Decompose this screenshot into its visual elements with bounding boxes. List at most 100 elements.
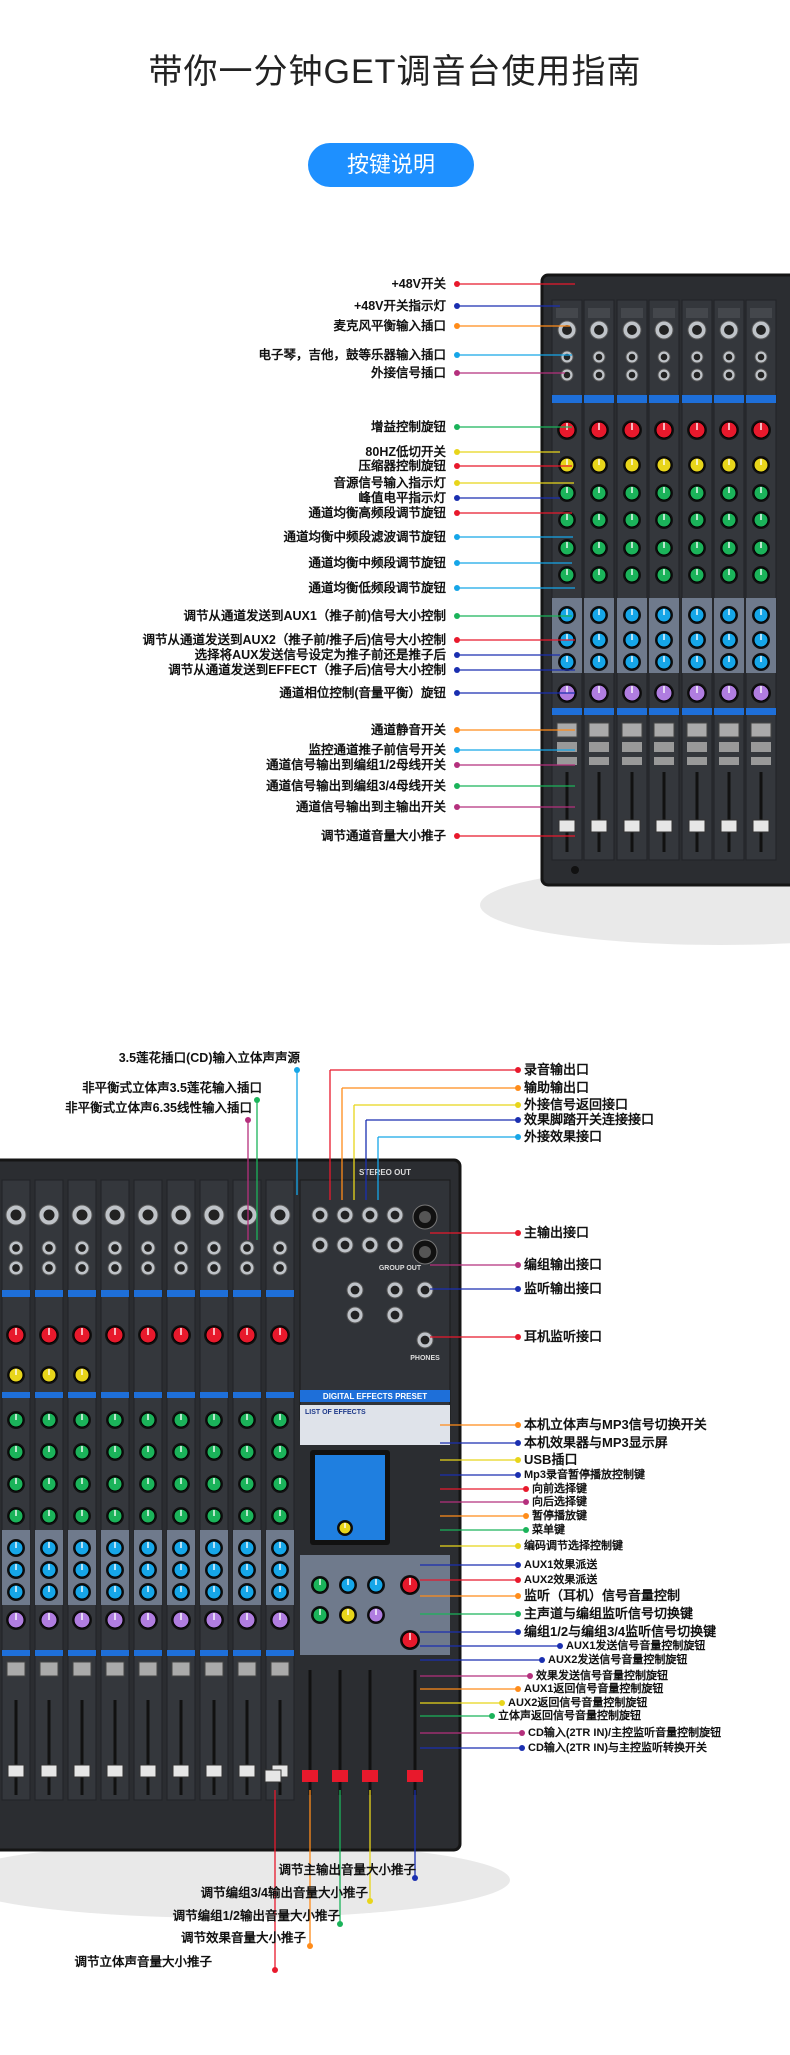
bottom-left-callout-label: 非平衡式立体声3.5莲花输入插口 (82, 1081, 262, 1095)
fader-track (695, 772, 699, 852)
bottom-left-callout-label: 3.5莲花插口(CD)输入立体声声源 (118, 1051, 300, 1065)
channel-number-bar (266, 1290, 294, 1297)
top-callout-label: 通道均衡中频段调节旋钮 (308, 556, 446, 570)
fader-track (597, 772, 601, 852)
fader-track (630, 772, 634, 852)
top-callout-label: 压缩器控制旋钮 (358, 459, 446, 473)
channel-number-bar (233, 1650, 261, 1656)
top-callout-label: 调节从通道发送到EFFECT（推子后)信号大小控制 (168, 663, 446, 677)
fader-cap (172, 1764, 190, 1778)
channel-number-bar (101, 1392, 129, 1398)
phantom-button (556, 308, 578, 318)
master-fader-track (368, 1670, 372, 1795)
fader-callout-label: 调节效果音量大小推子 (180, 1931, 306, 1945)
fader-cap (73, 1764, 91, 1778)
channel-number-bar (35, 1650, 63, 1656)
group-button (719, 757, 739, 765)
pfl-button (751, 742, 771, 752)
master-fader-track (413, 1670, 417, 1795)
mute-button (72, 1661, 92, 1677)
effects-header-text: DIGITAL EFFECTS PRESET (323, 1392, 427, 1401)
bottom-right-callout-label: 外接信号返回接口 (524, 1097, 629, 1112)
mute-button (237, 1661, 257, 1677)
bottom-right-callout-label: 向后选择键 (532, 1496, 587, 1508)
fader-callout-label: 调节编组3/4输出音量大小推子 (200, 1886, 368, 1900)
channel-number-bar (233, 1290, 261, 1297)
fader-cap (590, 819, 608, 833)
fader-cap (623, 819, 641, 833)
mute-button (105, 1661, 125, 1677)
channel-number-bar (68, 1650, 96, 1656)
mute-button (171, 1661, 191, 1677)
top-callout-label: 调节从通道发送到AUX1（推子前)信号大小控制 (183, 609, 446, 623)
channel-number-bar (584, 708, 614, 715)
group-button (622, 757, 642, 765)
channel-number-bar (134, 1392, 162, 1398)
mute-button (653, 722, 675, 738)
channel-number-bar (266, 1650, 294, 1656)
bottom-right-callout-label: 暂停播放键 (532, 1510, 587, 1522)
top-callout-label: 通道均衡中频段滤波调节旋钮 (283, 530, 446, 544)
top-callout-label: 增益控制旋钮 (370, 420, 446, 434)
master-fader-cap (332, 1770, 348, 1782)
top-callout-label: 通道相位控制(音量平衡）旋钮 (279, 686, 446, 700)
channel-number-bar (200, 1392, 228, 1398)
pfl-button (687, 742, 707, 752)
channel-number-bar (134, 1290, 162, 1297)
channel-number-bar (552, 395, 582, 403)
fader-track (759, 772, 763, 852)
channel-number-bar (714, 708, 744, 715)
bottom-right-callout-label: 主声道与编组监听信号切换键 (524, 1606, 694, 1621)
phantom-button (653, 308, 675, 318)
fader-track (565, 772, 569, 852)
bottom-right-callout-label: 耳机监听接口 (524, 1329, 603, 1344)
master-aux-section (300, 1555, 450, 1655)
fader-track (80, 1700, 84, 1795)
fader-cap (558, 819, 576, 833)
fader-cap (106, 1764, 124, 1778)
phantom-button (718, 308, 740, 318)
bottom-right-callout-label: 本机效果器与MP3显示屏 (524, 1435, 668, 1450)
channel-number-bar (200, 1650, 228, 1656)
phantom-button (686, 308, 708, 318)
channel-number-bar (200, 1290, 228, 1297)
channel-number-bar (68, 1392, 96, 1398)
group-button (654, 757, 674, 765)
group-button (751, 757, 771, 765)
fader-track (113, 1700, 117, 1795)
channel-number-bar (682, 395, 712, 403)
mute-button (39, 1661, 59, 1677)
master-fader-cap (362, 1770, 378, 1782)
fader-track (212, 1700, 216, 1795)
bottom-right-callout-label: 效果脚踏开关连接接口 (524, 1112, 655, 1127)
bottom-right-callout-label: 编码调节选择控制键 (524, 1540, 623, 1552)
mute-button (270, 1661, 290, 1677)
mute-button (718, 722, 740, 738)
bottom-right-callout-label: 向前选择键 (532, 1483, 587, 1495)
key-description-button[interactable]: 按键说明 (308, 143, 474, 187)
fader-callout-label: 调节主输出音量大小推子 (278, 1863, 416, 1877)
fader-cap (688, 819, 706, 833)
channel-number-bar (746, 708, 776, 715)
effects-list (300, 1405, 450, 1445)
top-callout-label: 通道信号输出到主输出开关 (295, 800, 446, 814)
fader-cap (7, 1764, 25, 1778)
mute-button (6, 1661, 26, 1677)
phantom-button (588, 308, 610, 318)
channel-number-bar (233, 1392, 261, 1398)
master-fader-track (338, 1670, 342, 1795)
mute-button (750, 722, 772, 738)
fader-track (278, 1700, 282, 1795)
top-callout-label: +48V开关指示灯 (353, 299, 446, 313)
pfl-button (589, 742, 609, 752)
channel-number-bar (649, 395, 679, 403)
channel-number-bar (167, 1392, 195, 1398)
top-callout-label: 调节从通道发送到AUX2（推子前/推子后)信号大小控制 (142, 633, 446, 647)
bottom-right-callout-label: CD输入(2TR IN)与主控监听转换开关 (528, 1742, 708, 1754)
screw (571, 866, 579, 874)
bottom-right-callout-label: 监听输出接口 (524, 1281, 603, 1296)
bottom-right-callout-label: 主输出接口 (524, 1225, 590, 1240)
page-title: 带你一分钟GET调音台使用指南 (148, 53, 642, 91)
top-callout-label: 麦克风平衡输入插口 (333, 319, 446, 333)
